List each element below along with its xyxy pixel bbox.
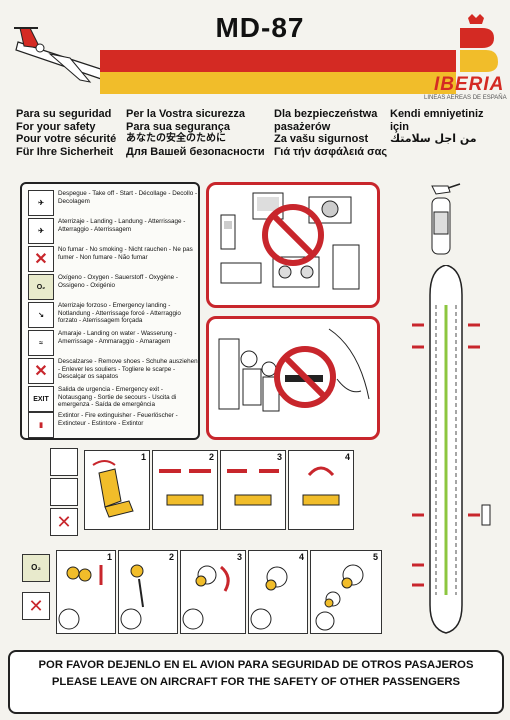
legend-text: Amaraje - Landing on water - Wasserung -… [58, 330, 177, 345]
legend-text: Despegue - Take off - Start - Décollage … [58, 190, 198, 205]
legend-text: No fumar - No smoking - Nicht rauchen - … [58, 246, 193, 261]
red-band [100, 50, 480, 72]
step-number: 2 [208, 452, 214, 462]
iberia-logo-icon [456, 14, 500, 94]
legend-text: Descalzarse - Remove shoes - Schuhe ausz… [58, 358, 198, 381]
legend-item: ✕ No fumar - No smoking - Nicht rauchen … [28, 246, 198, 276]
footer-line-english: PLEASE LEAVE ON AIRCRAFT FOR THE SAFETY … [51, 676, 461, 688]
step-number: 3 [236, 552, 242, 562]
landing-icon [50, 478, 78, 506]
step-number: 4 [344, 452, 350, 462]
heading-line: Para su seguridad [16, 108, 112, 120]
remove-shoes-icon: ✕ [28, 358, 54, 384]
water-landing-icon: ≈ [28, 330, 54, 356]
extinguisher-icon: ▮ [28, 412, 54, 438]
step-number: 1 [106, 552, 112, 562]
oxygen-icon: O₂ [22, 554, 50, 582]
legend-item: ✈ Despegue - Take off - Start - Décollag… [28, 190, 198, 220]
exit-icon: EXIT [28, 386, 54, 412]
step-number: 3 [276, 452, 282, 462]
brand-tagline: LINEAS AEREAS DE ESPAÑA [424, 95, 507, 101]
oxygen-step-2: 2 [118, 550, 178, 634]
heading-line: Für Ihre Sicherheit [16, 145, 114, 158]
legend-text: Extintor - Fire extinguisher - Feuerlösc… [58, 412, 178, 427]
oxygen-step-3: 3 [180, 550, 246, 634]
belt-step-4: 4 [288, 450, 354, 530]
heading-line: For your safety [16, 120, 96, 133]
no-smoking-icon: ✕ [28, 246, 54, 272]
electronic-devices-illustration [220, 192, 360, 290]
oxygen-step-1: 1 [56, 550, 116, 634]
footer-line-spanish: POR FAVOR DEJENLO EN EL AVION PARA SEGUR… [38, 659, 474, 671]
legend-item: EXIT Salida de urgencia - Emergency exit… [28, 386, 198, 416]
seat-illustration [92, 460, 134, 518]
belt-tighten-illustration [227, 469, 279, 506]
mask-drop-illustration [58, 565, 103, 630]
belt-fasten-illustration [159, 469, 211, 506]
mask-breathe-illustration [250, 566, 288, 630]
extinguisher-illustration [431, 183, 461, 255]
safety-heading-col2: Per la Vostra sicurezza Para sua seguran… [126, 108, 265, 158]
page-title: MD-87 [215, 12, 305, 43]
no-smoking-panel [206, 316, 380, 440]
heading-line: için [390, 120, 409, 133]
heading-line: Para sua segurança [126, 120, 230, 133]
belt-release-illustration [302, 466, 340, 506]
heading-line: Pour votre sécurité [16, 133, 117, 145]
takeoff-icon: ✈ [28, 190, 54, 216]
heading-line: Для Вашей безопасности [126, 145, 265, 158]
help-child-illustration [315, 564, 364, 631]
oxygen-step-5: 5 [310, 550, 382, 634]
forced-landing-icon: ↘ [28, 302, 54, 328]
footer-notice: POR FAVOR DEJENLO EN EL AVION PARA SEGUR… [8, 650, 504, 714]
heading-line: Dla bezpieczeństwa [274, 108, 378, 120]
legend-item: ✈ Aterrizaje - Landing - Landung - Atter… [28, 218, 198, 248]
belt-step-2: 2 [152, 450, 218, 530]
legend-text: Salida de urgencia - Emergency exit - No… [58, 386, 177, 409]
aircraft-seat-map [412, 265, 491, 634]
legend-text: Aterrizaje - Landing - Landung - Atterri… [58, 218, 186, 233]
heading-line: Γιά τήν άσφάλειά σας [274, 145, 388, 158]
legend-item: ✕ Descalzarse - Remove shoes - Schuhe au… [28, 358, 198, 388]
legend-text: Oxígeno - Oxygen - Sauerstoff - Oxygène … [58, 274, 178, 289]
heading-line: Per la Vostra sicurezza [126, 108, 246, 120]
mask-place-illustration [182, 565, 230, 630]
legend-item: ▮ Extintor - Fire extinguisher - Feuerlö… [28, 412, 198, 442]
step-number: 4 [298, 552, 304, 562]
safety-heading-col3: Dla bezpieczeństwa pasażerów Za vašu sig… [274, 108, 387, 158]
legend-item: ↘ Aterrizaje forzoso - Emergency landing… [28, 302, 198, 332]
belt-step-1: 1 [84, 450, 150, 530]
step-number: 2 [168, 552, 174, 562]
oxygen-icon: O₂ [28, 274, 54, 300]
heading-line: あなたの安全のために [126, 133, 226, 144]
yellow-band [100, 72, 480, 94]
legend-text: Aterrizaje forzoso - Emergency landing -… [58, 302, 181, 325]
no-smoking-illustration [218, 328, 370, 412]
heading-line: من اجل سلامتك [390, 132, 477, 145]
no-electronics-panel [206, 182, 380, 308]
landing-icon: ✈ [28, 218, 54, 244]
step-number: 5 [372, 552, 378, 562]
heading-line: Za vašu sigurnost [274, 133, 369, 145]
no-smoking-icon: ✕ [50, 508, 78, 536]
oxygen-step-4: 4 [248, 550, 308, 634]
legend-item: O₂ Oxígeno - Oxygen - Sauerstoff - Oxygè… [28, 274, 198, 304]
safety-heading-col4: Kendi emniyetiniz için من اجل سلامتك [390, 108, 484, 146]
remove-shoes-icon: ✕ [22, 592, 50, 620]
mask-pull-illustration [120, 564, 144, 630]
safety-heading-col1: Para su seguridad For your safety Pour v… [16, 108, 116, 158]
legend-item: ≈ Amaraje - Landing on water - Wasserung… [28, 330, 198, 360]
legend-panel: ✈ Despegue - Take off - Start - Décollag… [20, 182, 200, 440]
takeoff-icon [50, 448, 78, 476]
brand-name: IBERIA [434, 74, 505, 95]
step-number: 1 [140, 452, 146, 462]
heading-line: pasażerów [274, 120, 331, 133]
heading-line: Kendi emniyetiniz [390, 108, 484, 120]
belt-step-3: 3 [220, 450, 286, 530]
